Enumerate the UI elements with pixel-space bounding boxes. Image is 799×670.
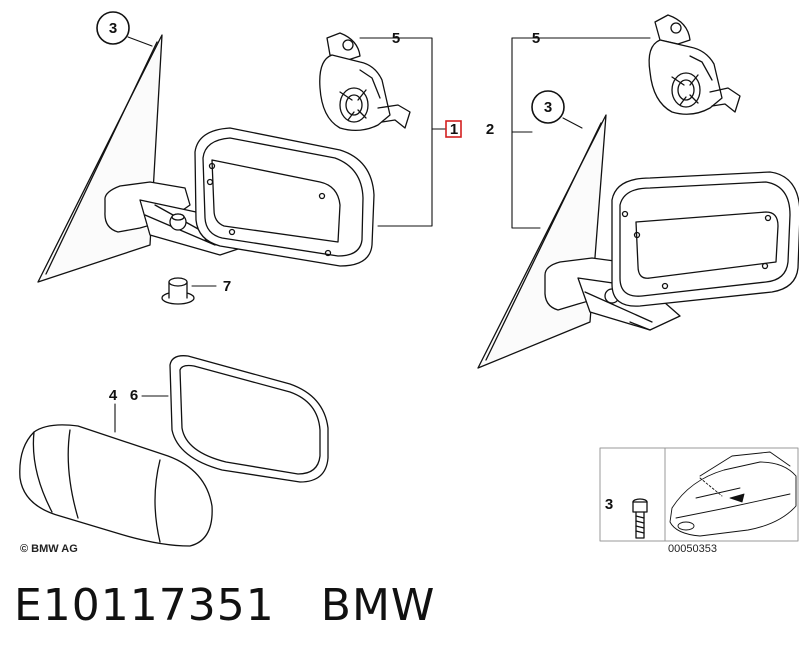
callout-1: 1 — [450, 121, 458, 138]
callout-4: 4 — [109, 387, 118, 404]
callout-circles — [96, 11, 565, 124]
highlight-box-1 — [445, 120, 462, 138]
inset-bolt — [632, 498, 648, 539]
leader-lines — [114, 36, 651, 433]
copyright-text: © BMW AG — [20, 543, 78, 555]
callout-7: 7 — [223, 278, 231, 295]
part-number: E10117351 — [14, 580, 275, 631]
mirror-glass-6 — [169, 355, 329, 483]
callout-2: 2 — [486, 121, 494, 138]
left-mirror-assembly — [37, 34, 375, 283]
screw-7 — [161, 277, 195, 305]
right-adjuster-motor — [648, 14, 741, 115]
left-adjuster-motor — [319, 32, 411, 132]
callout-6: 6 — [130, 387, 138, 404]
right-mirror-assembly — [477, 114, 799, 369]
callout-5-right: 5 — [532, 30, 540, 47]
caption-line: E10117351 BMW — [14, 580, 435, 631]
car-silhouette — [669, 451, 797, 537]
callout-3-right: 3 — [544, 99, 552, 116]
callout-5-left: 5 — [392, 30, 400, 47]
callout-3-left: 3 — [109, 20, 117, 37]
brand-name: BMW — [320, 580, 436, 631]
housing-cover-4 — [19, 424, 213, 547]
inset-code: 00050353 — [668, 543, 717, 555]
callout-3-inset: 3 — [605, 496, 613, 513]
